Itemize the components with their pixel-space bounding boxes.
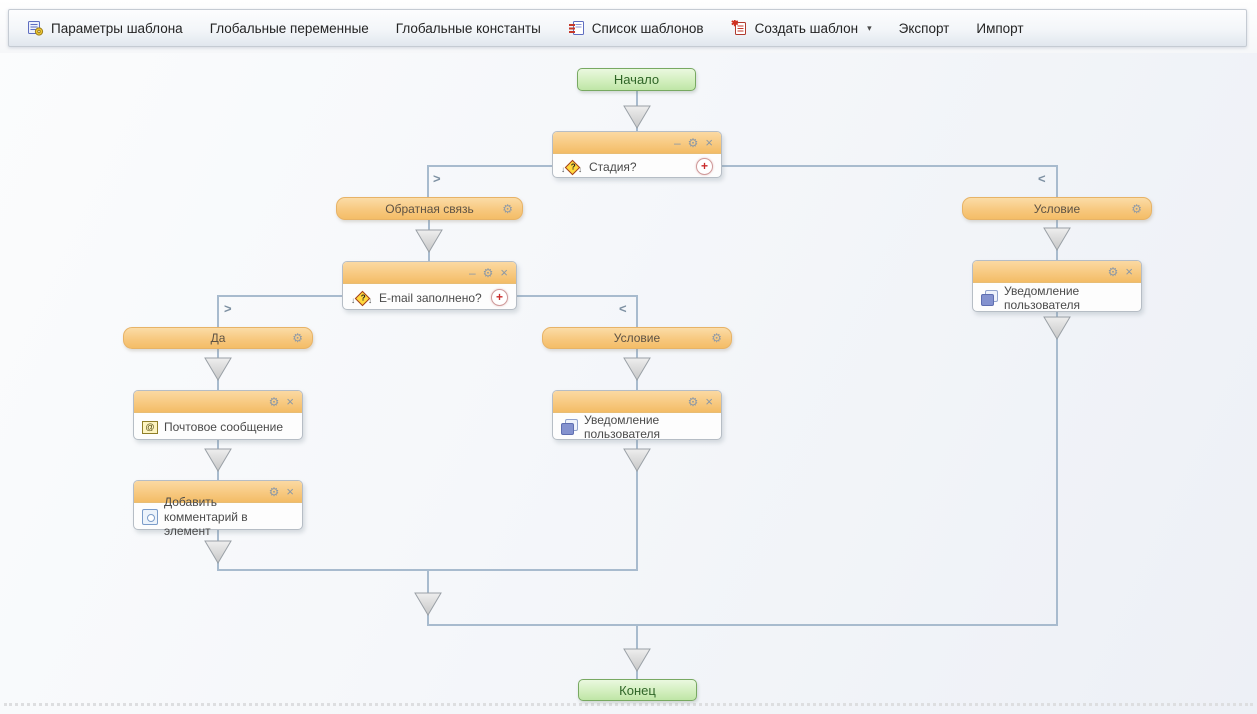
node-title: Уведомление пользователя <box>1004 284 1080 312</box>
add-branch-button[interactable]: + <box>491 289 508 306</box>
node-title: Добавить комментарий в элемент <box>164 495 248 539</box>
toolbar-label: Параметры шаблона <box>51 20 183 36</box>
node-header: ⚙ × <box>553 391 721 413</box>
node-title: Стадия? <box>589 159 637 174</box>
template-params-icon <box>27 20 44 36</box>
gear-icon[interactable]: ⚙ <box>268 394 280 409</box>
gear-icon[interactable]: ⚙ <box>711 331 722 345</box>
branch-condition-middle[interactable]: Условие ⚙ <box>542 327 732 349</box>
branch-label-chevron: > <box>224 301 232 316</box>
node-mail-message[interactable]: ⚙ × @ Почтовое сообщение <box>133 390 303 440</box>
branch-label: Условие <box>613 331 661 345</box>
node-header: – ⚙ × <box>553 132 721 154</box>
node-add-comment[interactable]: ⚙ × Добавить комментарий в элемент <box>133 480 303 538</box>
branch-yes[interactable]: Да ⚙ <box>123 327 313 349</box>
toolbar-label: Создать шаблон <box>754 20 859 36</box>
node-start[interactable]: Начало <box>577 68 696 91</box>
gear-icon[interactable]: ⚙ <box>502 201 513 216</box>
arrowheads <box>204 105 1071 672</box>
toolbar-label: Импорт <box>976 20 1024 36</box>
minimize-icon[interactable]: – <box>468 265 476 280</box>
gear-icon[interactable]: ⚙ <box>292 331 303 345</box>
node-title: Почтовое сообщение <box>164 420 284 434</box>
toolbar-button-export[interactable]: Экспорт <box>899 21 950 36</box>
close-icon[interactable]: × <box>286 483 294 499</box>
toolbar-label: Список шаблонов <box>591 20 704 36</box>
close-icon[interactable]: × <box>705 134 713 150</box>
toolbar-button-template-list[interactable]: Список шаблонов <box>568 20 704 36</box>
toolbar-button-create-template[interactable]: ✱ Создать шаблон ▾ <box>731 18 872 36</box>
branch-label: Обратная связь <box>385 201 474 216</box>
branch-label: Условие <box>1033 201 1081 216</box>
svg-text:✱: ✱ <box>731 20 739 28</box>
notification-icon <box>561 419 578 435</box>
close-icon[interactable]: × <box>1125 263 1133 279</box>
node-user-notification-middle[interactable]: ⚙ × Уведомление пользователя <box>552 390 722 441</box>
notification-icon <box>981 290 998 306</box>
branch-label-chevron: < <box>619 301 627 316</box>
branch-condition-right[interactable]: Условие ⚙ <box>962 197 1152 220</box>
node-header: ⚙ × <box>973 261 1141 283</box>
add-branch-button[interactable]: + <box>696 158 713 175</box>
gear-icon[interactable]: ⚙ <box>1107 264 1119 279</box>
minimize-icon[interactable]: – <box>673 135 681 150</box>
toolbar-button-template-params[interactable]: Параметры шаблона <box>27 20 183 36</box>
toolbar-label: Глобальные константы <box>395 20 541 36</box>
toolbar-button-global-variables[interactable]: Глобальные переменные <box>210 21 369 36</box>
node-label: Конец <box>619 682 656 698</box>
gear-icon[interactable]: ⚙ <box>268 484 280 499</box>
close-icon[interactable]: × <box>705 393 713 409</box>
toolbar-button-import[interactable]: Импорт <box>976 21 1023 36</box>
page-boundary-dotted-line <box>4 703 1253 706</box>
gear-icon[interactable]: ⚙ <box>687 135 699 150</box>
dropdown-caret-icon: ▾ <box>867 22 872 33</box>
toolbar-button-global-constants[interactable]: Глобальные константы <box>396 21 541 36</box>
node-header: ⚙ × <box>134 481 302 503</box>
node-user-notification-right[interactable]: ⚙ × Уведомление пользователя <box>972 260 1142 312</box>
node-label: Начало <box>613 72 660 87</box>
toolbar-label: Глобальные переменные <box>209 20 369 36</box>
comment-icon <box>142 509 158 525</box>
condition-diamond-icon: ↓ ? ↓ <box>351 290 373 306</box>
node-end[interactable]: Конец <box>578 679 697 701</box>
branch-label-chevron: < <box>1038 171 1046 186</box>
close-icon[interactable]: × <box>500 264 508 280</box>
node-title: Уведомление пользователя <box>584 413 660 441</box>
mail-icon: @ <box>142 420 158 434</box>
branch-label: Да <box>210 331 226 345</box>
close-icon[interactable]: × <box>286 393 294 409</box>
node-email-condition[interactable]: – ⚙ × ↓ ? ↓ E-mail заполнено? + <box>342 261 517 310</box>
gear-icon[interactable]: ⚙ <box>687 394 699 409</box>
node-header: – ⚙ × <box>343 262 516 284</box>
node-title: E-mail заполнено? <box>379 290 482 305</box>
toolbar: Параметры шаблона Глобальные переменные … <box>8 9 1247 47</box>
toolbar-label: Экспорт <box>898 20 950 36</box>
node-header: ⚙ × <box>134 391 302 413</box>
template-list-icon <box>568 20 585 36</box>
gear-icon[interactable]: ⚙ <box>482 265 494 280</box>
condition-diamond-icon: ↓ ? ↓ <box>561 159 583 175</box>
gear-icon[interactable]: ⚙ <box>1131 201 1142 216</box>
branch-label-chevron: > <box>433 171 441 186</box>
node-stage-condition[interactable]: – ⚙ × ↓ ? ↓ Стадия? + <box>552 131 722 178</box>
branch-feedback[interactable]: Обратная связь ⚙ <box>336 197 523 220</box>
create-template-icon: ✱ <box>731 18 748 36</box>
